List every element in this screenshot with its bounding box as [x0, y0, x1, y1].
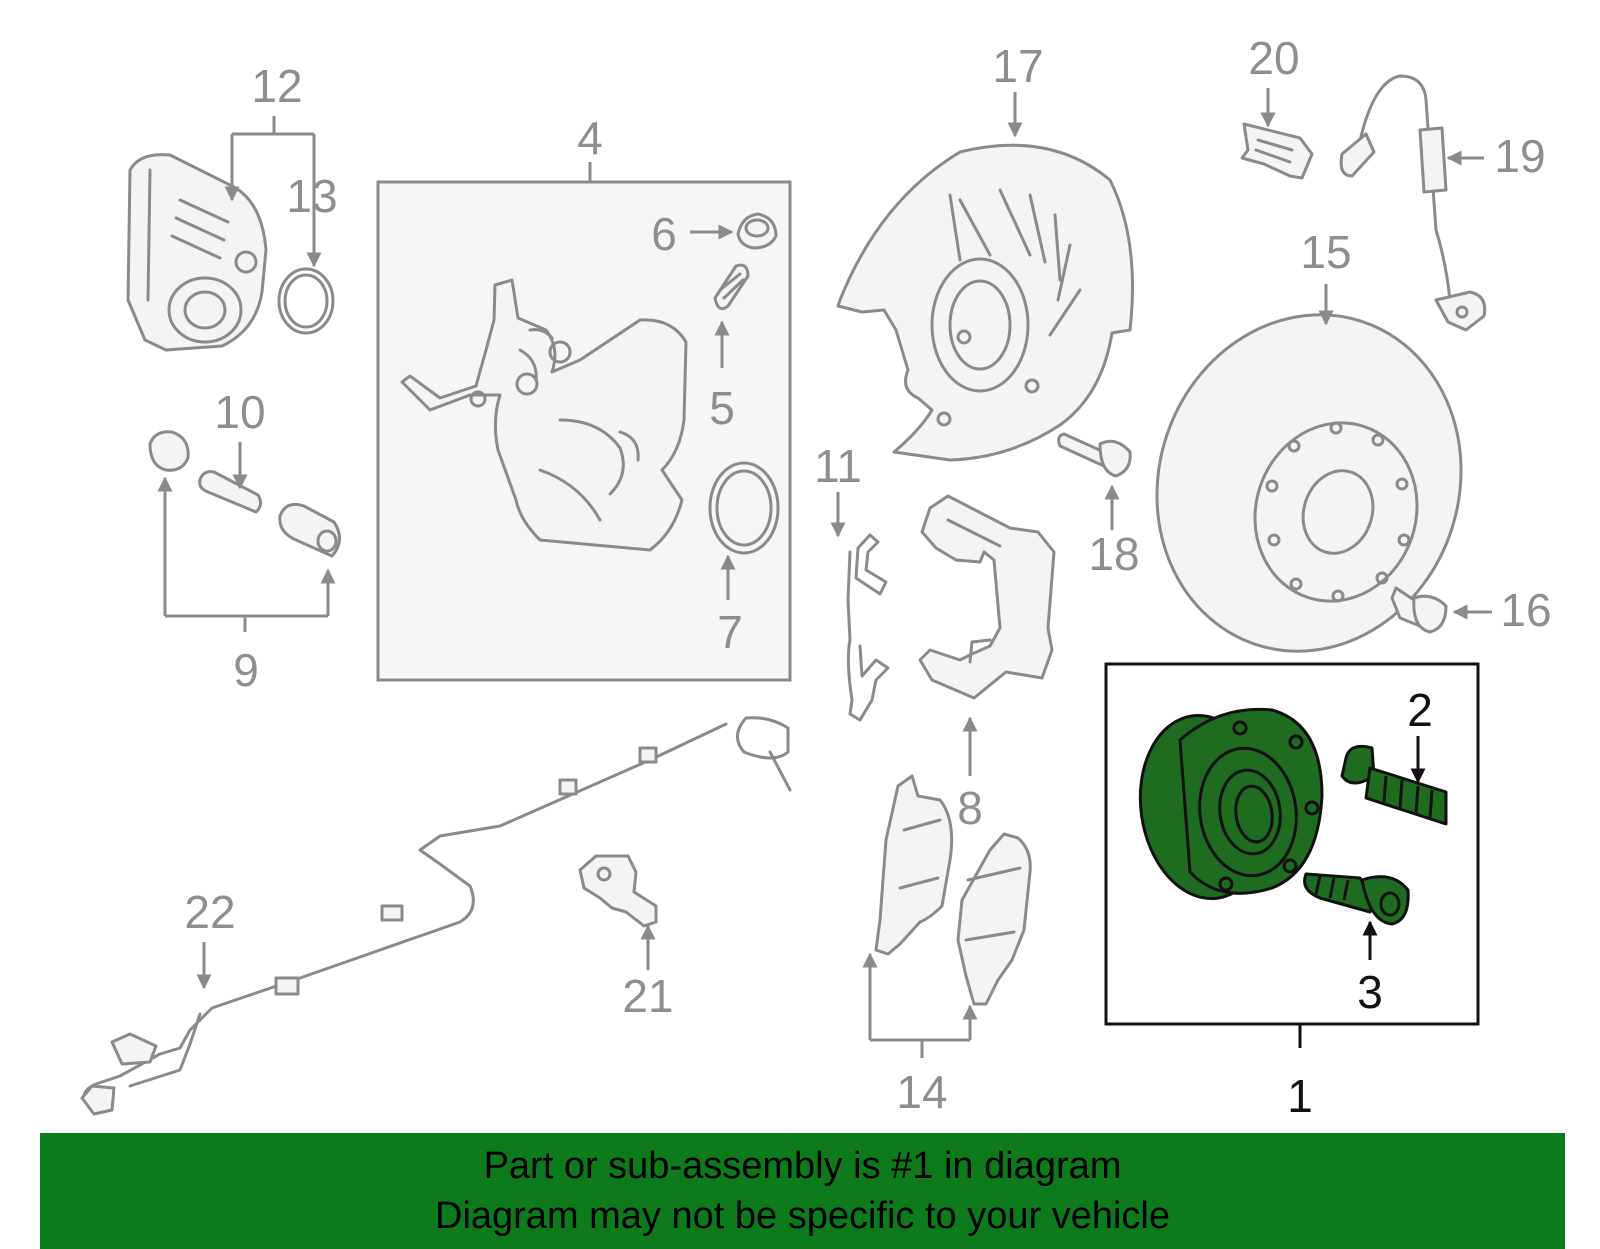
label-part-19: 19 [1494, 130, 1545, 182]
label-part-4: 4 [577, 112, 603, 164]
banner-line-2: Diagram may not be specific to your vehi… [435, 1195, 1170, 1237]
brake-caliper[interactable] [400, 278, 688, 552]
label-part-11: 11 [814, 440, 862, 492]
info-banner: Part or sub-assembly is #1 in diagram Di… [40, 1133, 1565, 1249]
label-part-9: 9 [233, 644, 259, 696]
label-part-20: 20 [1248, 32, 1299, 84]
label-part-2: 2 [1407, 684, 1433, 736]
label-part-17: 17 [992, 40, 1043, 92]
sensor-bracket[interactable] [578, 854, 658, 928]
label-part-18: 18 [1088, 528, 1139, 580]
bleeder-screw[interactable] [713, 263, 750, 311]
brake-pad-set[interactable] [874, 774, 1032, 1006]
leader-lines [157, 88, 1492, 1058]
label-part-7: 7 [717, 606, 743, 658]
parts-diagram: 1 2 3 4 5 6 7 8 9 10 11 12 13 14 15 16 1… [80, 32, 1552, 1122]
label-part-14: 14 [896, 1066, 947, 1118]
parking-brake-motor[interactable] [126, 153, 268, 352]
label-part-16: 16 [1500, 584, 1551, 636]
o-ring[interactable] [277, 267, 335, 335]
caliper-bracket[interactable] [918, 494, 1056, 700]
wheel-hub-bearing[interactable] [1129, 707, 1324, 907]
label-part-3: 3 [1357, 966, 1383, 1018]
hub-bolt-2[interactable] [1340, 744, 1448, 826]
label-part-13: 13 [286, 170, 337, 222]
piston-seal[interactable] [708, 461, 780, 555]
label-part-22: 22 [184, 886, 235, 938]
shield-bolt[interactable] [1057, 432, 1132, 478]
label-part-6: 6 [651, 208, 677, 260]
splash-shield[interactable] [836, 143, 1134, 462]
label-part-21: 21 [622, 970, 673, 1022]
label-part-8: 8 [957, 782, 983, 834]
brake-rotor[interactable] [1114, 275, 1504, 691]
abs-sensor-wire[interactable] [80, 716, 792, 1116]
label-part-15: 15 [1300, 226, 1351, 278]
hose-clip[interactable] [1240, 122, 1314, 180]
part-labels: 1 2 3 4 5 6 7 8 9 10 11 12 13 14 15 16 1… [184, 32, 1551, 1122]
label-part-5: 5 [709, 382, 735, 434]
leader-lines-highlight [1298, 736, 1426, 1048]
spring-clip[interactable] [846, 533, 890, 722]
guide-pin-set[interactable] [148, 430, 341, 558]
hub-bolt-3[interactable] [1303, 872, 1410, 926]
bleeder-cap[interactable] [736, 212, 778, 250]
brake-hose[interactable] [1339, 74, 1487, 332]
label-part-12: 12 [251, 60, 302, 112]
label-part-1: 1 [1287, 1070, 1313, 1122]
banner-line-1: Part or sub-assembly is #1 in diagram [483, 1145, 1122, 1187]
rotor-screw[interactable] [1390, 586, 1448, 634]
label-part-10: 10 [214, 386, 265, 438]
